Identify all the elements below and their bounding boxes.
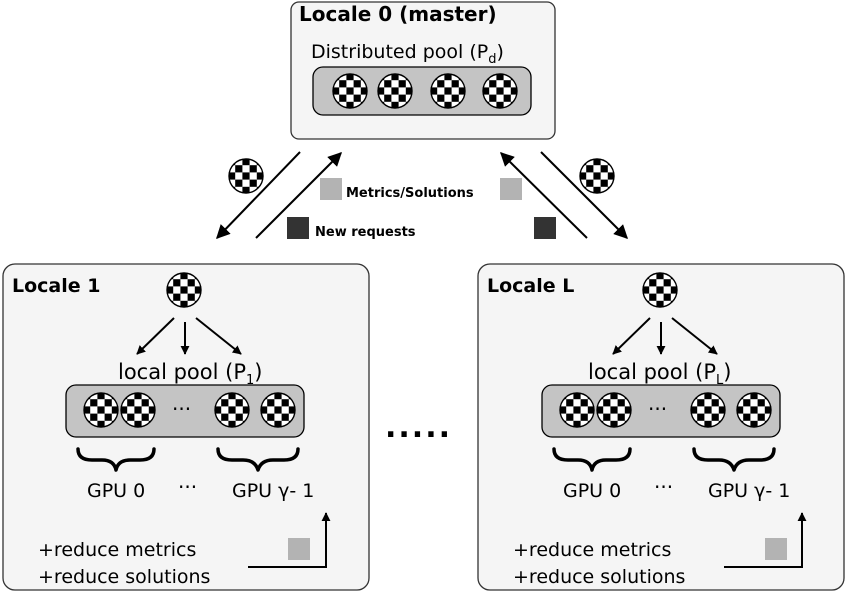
reduce-solutions-label: +reduce solutions [513,566,685,588]
request-arrow-left [255,152,342,239]
request-square-icon [534,217,556,239]
gpu-ellipsis: ··· [654,475,673,499]
gpu-last-brace [216,447,300,472]
request-arrow-right [500,152,588,239]
split-arrow [195,317,242,355]
metrics-square-icon [288,538,310,560]
gpu-last-label: GPU γ- 1 [232,480,314,502]
report-arrow [724,512,807,568]
gpu-0-brace [76,447,156,472]
sent-node-icon-left [228,158,264,194]
reduce-solutions-label: +reduce solutions [38,566,210,588]
report-arrow [248,512,331,568]
gpu-0-label: GPU 0 [87,480,145,502]
reduce-metrics-label: +reduce metrics [38,539,196,561]
gpu-ellipsis: ··· [178,475,197,499]
new-requests-label: New requests [315,225,416,240]
locale-L-title: Locale L [487,275,574,297]
split-arrow [671,317,718,355]
local-pool-label: local pool (PL) [588,360,731,388]
more-locales-ellipsis: ..... [385,410,452,445]
gpu-0-brace [552,447,632,472]
metrics-square-icon [320,178,342,200]
gpu-0-label: GPU 0 [563,480,621,502]
metrics-solutions-label: Metrics/Solutions [346,186,474,201]
split-arrow [612,317,651,355]
sent-node-icon-right [579,158,615,194]
local-pool-label: local pool (P1) [118,360,262,388]
reduce-metrics-label: +reduce metrics [513,539,671,561]
distributed-pool-label: Distributed pool (Pd) [311,41,504,67]
pool-ellipsis: ··· [172,397,191,421]
master-locale: Locale 0 (master) Distributed pool (Pd) [290,1,556,140]
metrics-square-icon [765,538,787,560]
request-square-icon [287,217,309,239]
master-title: Locale 0 (master) [299,2,497,26]
send-nodes-arrow-right [540,151,628,239]
send-nodes-arrow-left [216,151,301,240]
gpu-last-label: GPU γ- 1 [708,480,790,502]
locale-L: Locale L local pool (PL) ··· GPU 0 ··· G… [477,263,845,591]
split-arrow [136,317,175,355]
pool-ellipsis: ··· [648,397,667,421]
communication-layer: Metrics/Solutions New requests [216,151,628,240]
gpu-last-brace [692,447,776,472]
metrics-square-icon [500,178,522,200]
locale-1-title: Locale 1 [12,275,100,297]
distributed-pool [312,66,532,116]
locale-1: Locale 1 local pool (P1) ··· GPU 0 ··· G… [2,263,370,591]
